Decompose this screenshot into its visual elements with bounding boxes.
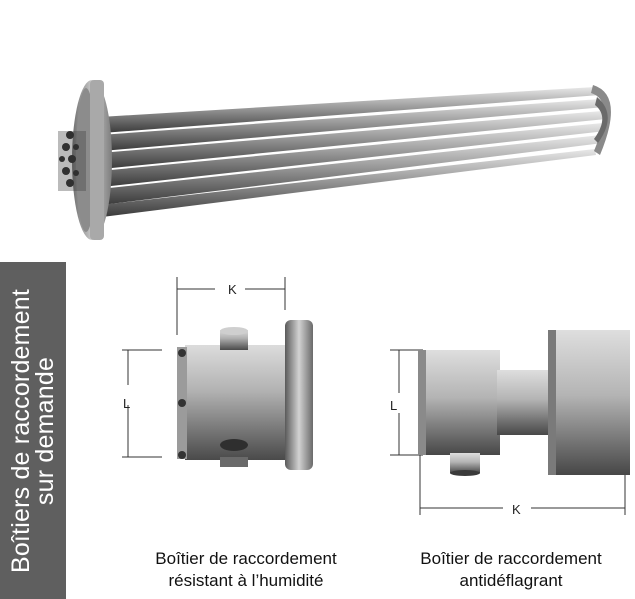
explosion-proof-box-drawing [390,330,630,515]
right-caption: Boîtier de raccordement antidéflagrant [393,548,629,592]
heater-tubes [100,85,611,217]
heater-terminals [58,131,86,191]
dimension-lines-left [122,277,286,458]
right-caption-line2: antidéflagrant [459,571,563,590]
humidity-resistant-box-drawing [122,277,313,470]
side-tab-line2: sur demande [31,356,59,505]
left-caption-line2: résistant à l’humidité [168,571,324,590]
left-caption-line1: Boîtier de raccordement [155,549,337,568]
side-tab-text: Boîtiers de raccordement sur demande [7,288,59,573]
right-dim-k: K [512,502,521,517]
left-dim-l: L [123,396,131,411]
immersion-heater-image [58,80,611,240]
left-dim-k: K [228,282,237,297]
right-caption-line1: Boîtier de raccordement [420,549,602,568]
left-caption: Boîtier de raccordement résistant à l’hu… [128,548,364,592]
side-tab: Boîtiers de raccordement sur demande [0,262,66,599]
dimension-lines-right [390,349,626,515]
right-dim-l: L [390,398,398,413]
side-tab-line1: Boîtiers de raccordement [7,288,35,573]
heater-flange [72,80,112,240]
